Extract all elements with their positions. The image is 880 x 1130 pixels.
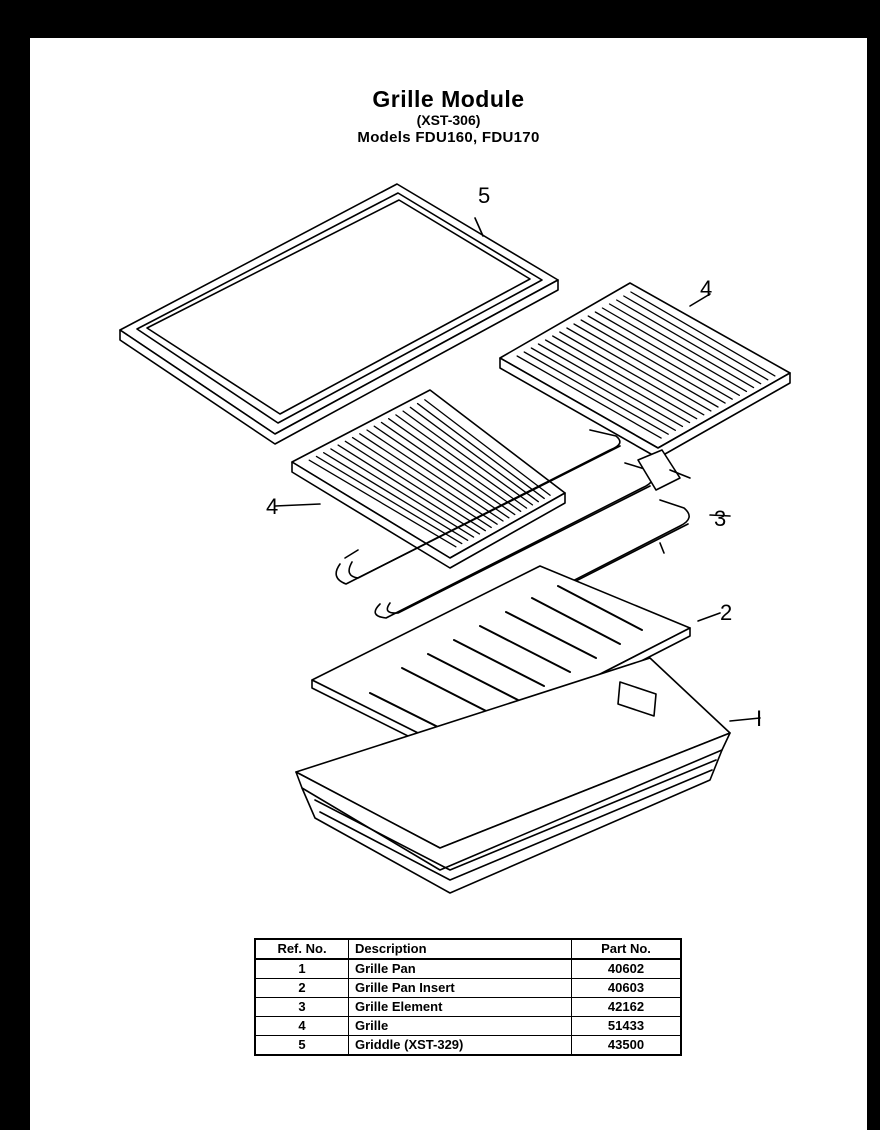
col-part-no: Part No. [571, 938, 682, 960]
parts-table: Ref. No. Description Part No. 1 Grille P… [254, 938, 682, 1056]
callout-4-left: 4 [266, 494, 278, 519]
grille-bar [330, 448, 475, 538]
col-description: Description [348, 938, 572, 960]
grille-pan-part [295, 657, 761, 894]
grille-bar [573, 323, 719, 408]
grille-bar [580, 319, 726, 404]
grille-bar [630, 291, 776, 377]
exploded-diagram: 5 4 4 3 2 I [119, 183, 791, 894]
grille-bar [616, 299, 762, 385]
table-row: 4 Grille 51433 [254, 1016, 682, 1036]
callout-2: 2 [720, 600, 732, 625]
description-cell: Grille Pan Insert [348, 978, 572, 998]
grille-bar [559, 331, 705, 416]
grille-part-left [274, 389, 566, 569]
insert-slot [557, 585, 643, 631]
description-cell: Grille Pan [348, 958, 572, 979]
grille-bar [424, 399, 551, 496]
grille-bar [344, 440, 486, 532]
grille-bar [388, 418, 522, 512]
grille-bar [380, 421, 516, 516]
models-line: Models FDU160, FDU170 [357, 129, 540, 146]
grille-bar [315, 455, 463, 545]
grille-bar [366, 429, 504, 522]
grille-bar [308, 459, 457, 548]
description-cell: Grille Element [348, 997, 572, 1017]
grille-bar [402, 410, 534, 506]
ref-no-cell: 2 [254, 978, 349, 998]
callout-4-top: 4 [700, 276, 712, 301]
insert-slot [453, 639, 545, 687]
description-cell: Grille [348, 1016, 572, 1036]
insert-slot [401, 667, 493, 715]
callout-1: I [756, 706, 762, 731]
grille-bar [323, 452, 469, 541]
grille-bar [359, 433, 498, 525]
ref-no-cell: 1 [254, 958, 349, 979]
grille-bar [601, 307, 748, 393]
grille-bar [623, 295, 769, 381]
col-ref-no: Ref. No. [254, 938, 349, 960]
grille-part-right [499, 282, 791, 459]
part-no-cell: 51433 [571, 1016, 682, 1036]
grille-bar [530, 347, 676, 431]
insert-slot [505, 611, 597, 659]
grille-bar [351, 436, 492, 529]
grille-bar [516, 355, 662, 439]
grille-bar [523, 351, 669, 435]
title-block: Grille Module (XST-306) Models FDU160, F… [30, 86, 867, 147]
grille-bar [537, 343, 684, 428]
callout-5: 5 [478, 183, 490, 208]
page-title: Grille Module [372, 86, 525, 112]
ref-no-cell: 4 [254, 1016, 349, 1036]
griddle-part [119, 183, 559, 445]
table-header-row: Ref. No. Description Part No. [254, 938, 682, 960]
parts-sheet: Grille Module (XST-306) Models FDU160, F… [30, 38, 867, 1130]
table-row: 5 Griddle (XST-329) 43500 [254, 1035, 682, 1056]
grille-bar [608, 303, 755, 389]
insert-slot [479, 625, 571, 673]
table-row: 2 Grille Pan Insert 40603 [254, 978, 682, 998]
grille-bar [395, 414, 528, 509]
table-row: 1 Grille Pan 40602 [254, 958, 682, 979]
part-no-cell: 40602 [571, 958, 682, 979]
part-no-cell: 40603 [571, 978, 682, 998]
insert-slot [531, 597, 621, 645]
grille-bar [337, 444, 481, 535]
part-no-cell: 43500 [571, 1035, 682, 1056]
ref-no-cell: 3 [254, 997, 349, 1017]
grille-bar [544, 339, 691, 424]
description-cell: Griddle (XST-329) [348, 1035, 572, 1056]
ref-no-cell: 5 [254, 1035, 349, 1056]
model-code: (XST-306) [416, 112, 481, 128]
part-no-cell: 42162 [571, 997, 682, 1017]
grille-bar [552, 335, 698, 420]
table-row: 3 Grille Element 42162 [254, 997, 682, 1017]
grille-bar [594, 311, 740, 396]
grille-bar [373, 425, 510, 519]
callout-3: 3 [714, 506, 726, 531]
grille-bar [409, 406, 539, 503]
insert-slot [427, 653, 519, 701]
grille-bar [587, 315, 733, 400]
grille-bar [416, 402, 545, 500]
grille-bar [566, 327, 712, 412]
